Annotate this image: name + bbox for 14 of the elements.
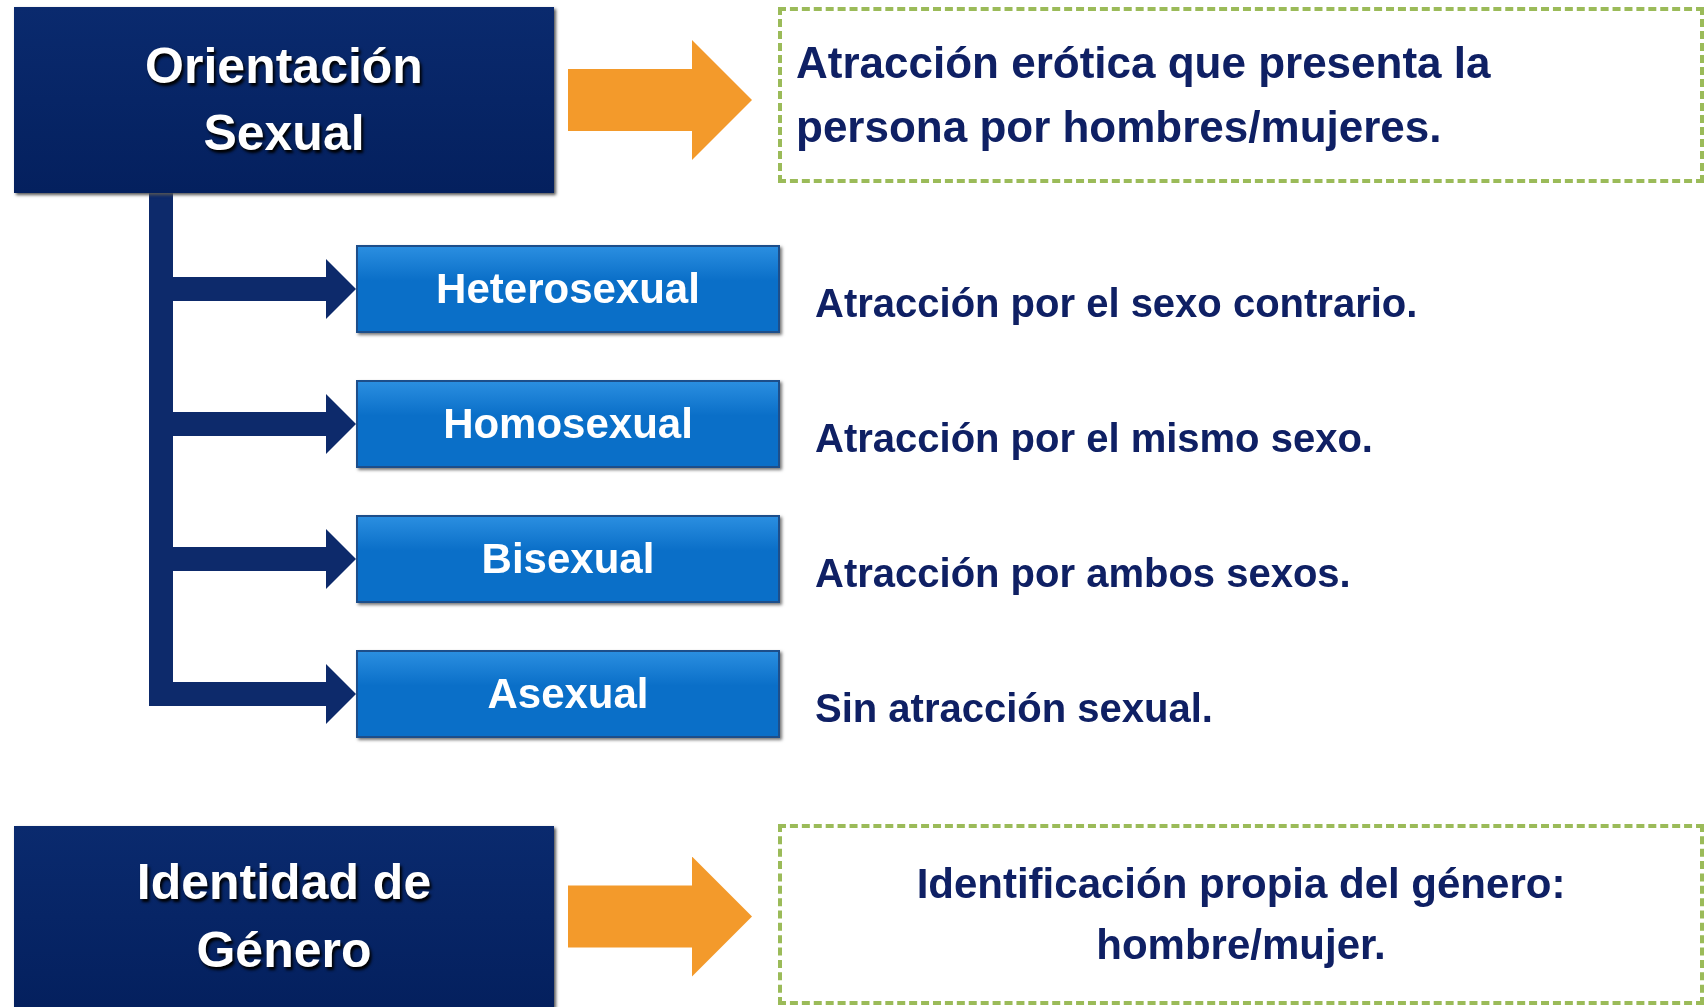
description-text: Sin atracción sexual.	[815, 686, 1213, 731]
category-box: Heterosexual	[356, 245, 780, 333]
description-text: Atracción por el sexo contrario.	[815, 281, 1418, 326]
block-arrow	[568, 40, 752, 160]
category-box: Bisexual	[356, 515, 780, 603]
category-box: Homosexual	[356, 380, 780, 468]
description-text: Atracción por ambos sexos.	[815, 551, 1351, 596]
title-box: Orientación Sexual	[14, 7, 554, 193]
description-text: Atracción por el mismo sexo.	[815, 416, 1373, 461]
title-box: Identidad de Género	[14, 826, 554, 1007]
category-box: Asexual	[356, 650, 780, 738]
definition-box: Atracción erótica que presenta la persona por hombres/mujeres.	[778, 7, 1704, 183]
definition-box: Identificación propia del género: hombre/mujer.	[778, 824, 1704, 1005]
block-arrow	[568, 856, 752, 977]
